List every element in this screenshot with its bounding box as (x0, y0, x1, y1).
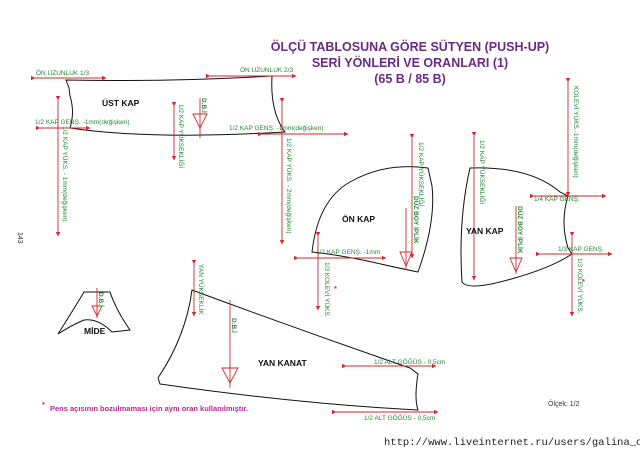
yan-kap-piece: YAN KAP 1/2 KAP YÜKSEKLİĞİ DÜZ BOY İPLİK… (460, 77, 613, 317)
on-kap-yukseklik-label: 1/2 KAP YÜKSEKLİĞİ (417, 142, 426, 206)
ust-kap-gens-left-label: 1/2 KAP GENŞ. -1mm(değişken) (35, 119, 130, 126)
yan-kap-gens-bottom-label: 1/3 KAP GENŞ. (558, 246, 604, 253)
ust-kap-gens-right-label: 1/2 KAP GENŞ. -1mm(değişken) (229, 125, 324, 132)
yan-kap-label: YAN KAP (466, 226, 504, 236)
alt-gogus-label-2: 1/2 ALT GÖĞÜS - 0,5cm (364, 413, 435, 422)
title-line-1: ÖLÇÜ TABLOSUNA GÖRE SÜTYEN (PUSH-UP) (270, 40, 550, 54)
alt-gogus-label-1: 1/2 ALT GÖĞÜS - 0,5cm (374, 357, 445, 366)
mide-piece: MİDE D.B.İ (57, 288, 131, 336)
ust-kap-label: ÜST KAP (102, 98, 140, 108)
title-line-3: (65 B / 85 B) (374, 72, 446, 86)
note-mark: * (42, 400, 45, 409)
ust-kap-yuks-right-label: 1/2 KAP YÜKS. - 2mm(değişken) (285, 138, 293, 234)
on-kap-piece: ÖN KAP 1/2 KAP YÜKSEKLİĞİ DÜZ BOY İPLİK … (293, 133, 434, 318)
yan-yukseklik-label: YAN YÜKSEKLİK (197, 264, 206, 315)
yan-kanat-dbi-label: D.B.İ (230, 318, 238, 333)
on-kap-gens-label: 1/2 KAP GENŞ. -1mm (316, 249, 380, 256)
on-kap-kolevi-label: 1/3 KOLEVİ YÜKS. (323, 262, 332, 318)
title-line-2: SERİ YÖNLERİ VE ORANLARI (1) (311, 56, 509, 70)
yan-kanat-piece: YAN KANAT YAN YÜKSEKLİK D.B.İ 1/2 ALT GÖ… (157, 259, 445, 422)
ust-kap-yukseklik-label: 1/2 KAP YÜKSEKLİĞİ (177, 104, 186, 168)
on-kap-duz-boy-label: DÜZ BOY İPLİK (412, 196, 421, 244)
on-kap-label: ÖN KAP (342, 214, 375, 224)
page-number: 143 (16, 232, 23, 244)
yan-kap-duz-boy-label: DÜZ BOY İPLİK (516, 206, 525, 254)
on-uzunluk-2-3-label: ÖN UZUNLUK 2/3 (240, 66, 293, 74)
yan-kap-kolevi-bottom-label: 1/3 KOLEVİ YÜKS. (576, 258, 585, 314)
yan-kap-note-mark: * (582, 277, 585, 286)
yan-kanat-label: YAN KANAT (258, 358, 307, 368)
scale-label: Ölçek: 1/2 (548, 400, 580, 408)
on-kap-grain-arrowhead (399, 251, 413, 268)
on-kap-outline (311, 166, 434, 273)
yan-kap-grain-arrowhead (509, 257, 523, 274)
yan-kap-outline (460, 167, 573, 287)
yan-kap-gens-top-label: 1/4 KAP GENŞ. (534, 196, 580, 203)
mide-dbi-label: D.B.İ (97, 292, 105, 307)
mide-outline (57, 291, 131, 335)
mide-grain-arrowhead (91, 305, 103, 318)
ust-kap-grain-arrowhead (192, 113, 208, 130)
ust-kap-dbi-label: D.B.İ (200, 98, 208, 113)
yan-kanat-outline (157, 289, 419, 411)
yan-kanat-grain-arrowhead (221, 367, 239, 384)
ust-kap-yuks-left-label: 1/2 KAP YÜKS. - 1mm(değişken) (61, 126, 69, 222)
on-uzunluk-1-3-label: ÖN UZUNLUK 1/3 (36, 69, 89, 77)
mide-label: MİDE (84, 326, 106, 336)
watermark-url: http://www.liveinternet.ru/users/galina_… (384, 437, 640, 449)
on-kap-note-mark: * (334, 284, 337, 293)
footnote: Pens açısının bozulmaması için aynı oran… (50, 404, 248, 413)
yan-kap-kolevi-top-label: KOLEVİ YÜKS.-1mm(değişken) (572, 86, 581, 178)
yan-kap-yukseklik-label: 1/2 KAP YÜKSEKLİĞİ (478, 140, 487, 204)
ust-kap-piece: ÜST KAP ÖN UZUNLUK 1/3 ÖN UZUNLUK 2/3 1/… (30, 66, 349, 245)
